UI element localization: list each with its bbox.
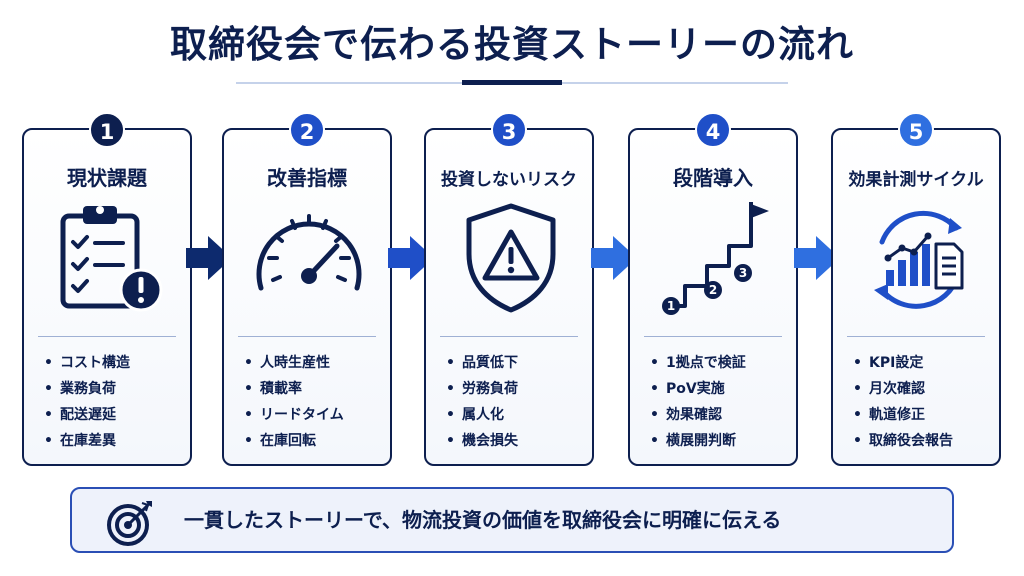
step-number-badge: 2 [289, 112, 325, 148]
step-title: 現状課題 [67, 166, 147, 190]
list-item: KPI設定 [853, 350, 953, 376]
list-item: 機会損失 [446, 428, 518, 454]
card-divider [38, 336, 176, 337]
list-item: 軌道修正 [853, 402, 953, 428]
list-item: 労務負荷 [446, 376, 518, 402]
page-title: 取締役会で伝わる投資ストーリーの流れ [170, 23, 854, 66]
card-divider [238, 336, 376, 337]
list-item: 在庫差異 [44, 428, 130, 454]
stair-step-label: 1 [667, 299, 675, 313]
arrow-right-icon [186, 236, 232, 280]
step-number-badge: 4 [695, 112, 731, 148]
list-item: 効果確認 [650, 402, 746, 428]
shield-warning-icon [466, 203, 556, 313]
list-item: コスト構造 [44, 350, 130, 376]
step-title: 投資しないリスク [441, 170, 577, 190]
step-number-badge: 5 [898, 112, 934, 148]
step-item-list: コスト構造 業務負荷 配送遅延 在庫差異 [44, 350, 130, 454]
list-item: リードタイム [244, 402, 344, 428]
list-item: 属人化 [446, 402, 518, 428]
step-number-badge: 1 [89, 112, 125, 148]
arrow-right-icon [388, 236, 434, 280]
arrow-right-icon [794, 236, 840, 280]
gauge-icon [256, 214, 362, 291]
title-underline-accent [462, 80, 562, 85]
stairs-flag-icon: 1 2 3 [662, 202, 769, 315]
stair-step-label: 2 [709, 283, 717, 297]
step-card-1: 現状課題 コスト構造 業務負荷 配送遅延 在庫差異 [22, 128, 192, 466]
list-item: 横展開判断 [650, 428, 746, 454]
step-card-4: 段階導入 1 2 3 1拠点で検証 PoV実施 効果確認 横展開判断 [628, 128, 798, 466]
list-item: 配送遅延 [44, 402, 130, 428]
list-item: 在庫回転 [244, 428, 344, 454]
summary-text: 一貫したストーリーで、物流投資の価値を取締役会に明確に伝える [184, 508, 782, 532]
list-item: 業務負荷 [44, 376, 130, 402]
step-card-2: 改善指標 人時生産性 積載率 リードタイム 在庫回転 [222, 128, 392, 466]
card-divider [847, 336, 985, 337]
step-item-list: 1拠点で検証 PoV実施 効果確認 横展開判断 [650, 350, 746, 454]
clipboard-warning-icon [60, 206, 163, 312]
step-title: 効果計測サイクル [848, 170, 984, 190]
step-title: 段階導入 [673, 166, 753, 190]
list-item: PoV実施 [650, 376, 746, 402]
list-item: 月次確認 [853, 376, 953, 402]
report-cycle-icon [874, 210, 964, 309]
card-divider [644, 336, 782, 337]
arrow-right-icon [591, 236, 637, 280]
summary-banner: 一貫したストーリーで、物流投資の価値を取締役会に明確に伝える [70, 487, 954, 553]
list-item: 積載率 [244, 376, 344, 402]
step-title: 改善指標 [267, 166, 347, 190]
step-item-list: 品質低下 労務負荷 属人化 機会損失 [446, 350, 518, 454]
list-item: 取締役会報告 [853, 428, 953, 454]
card-divider [440, 336, 578, 337]
step-number-badge: 3 [491, 112, 527, 148]
list-item: 人時生産性 [244, 350, 344, 376]
list-item: 1拠点で検証 [650, 350, 746, 376]
stair-step-label: 3 [739, 266, 747, 280]
list-item: 品質低下 [446, 350, 518, 376]
step-card-3: 投資しないリスク 品質低下 労務負荷 属人化 機会損失 [424, 128, 594, 466]
step-item-list: KPI設定 月次確認 軌道修正 取締役会報告 [853, 350, 953, 454]
step-card-5: 効果計測サイクル KPI設定 月次確認 軌道修正 取締役会報告 [831, 128, 1001, 466]
target-arrow-icon [107, 501, 152, 546]
step-item-list: 人時生産性 積載率 リードタイム 在庫回転 [244, 350, 344, 454]
